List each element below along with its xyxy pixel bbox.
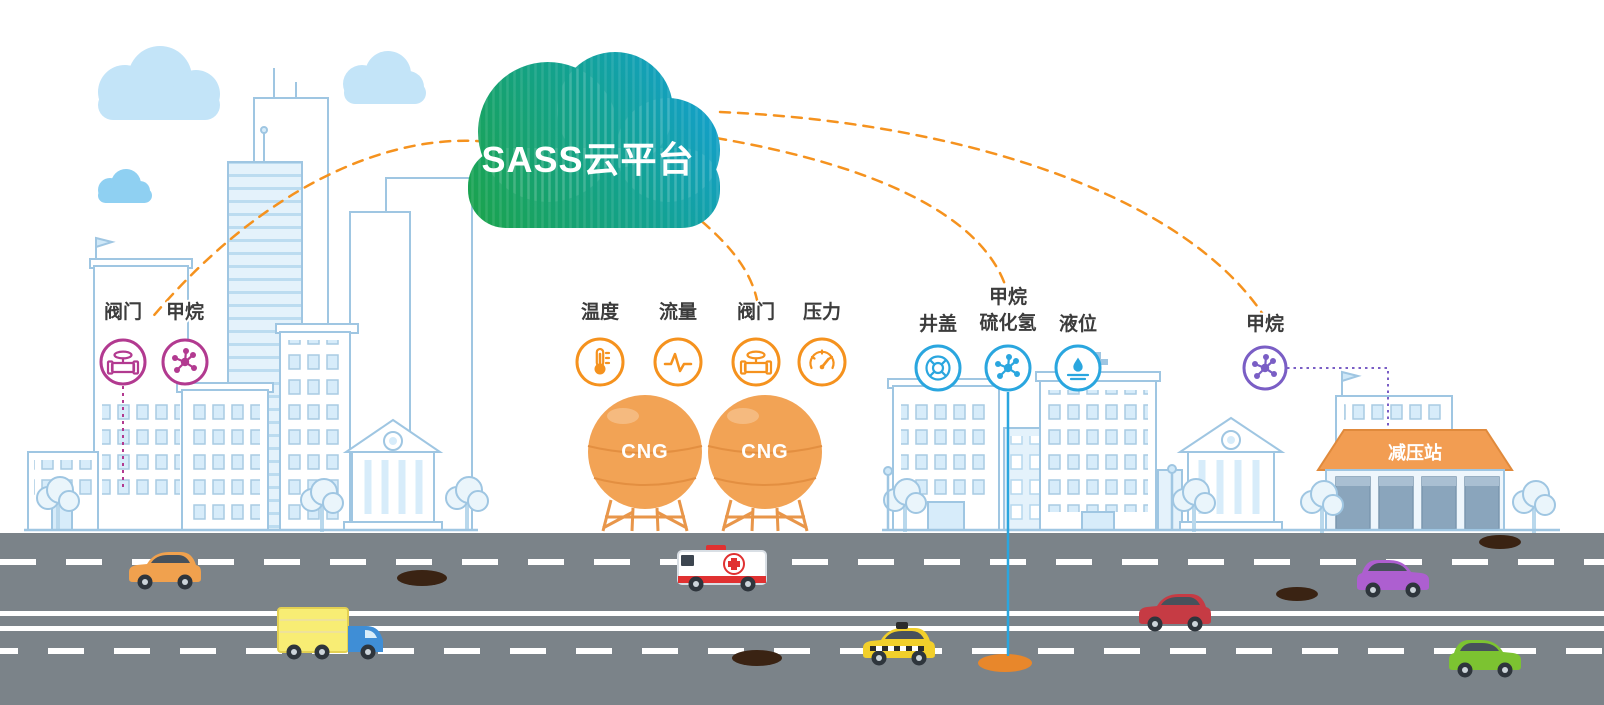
cloud-title: SASS云平台 (481, 139, 694, 180)
lane-solid-line (0, 611, 1604, 616)
connection-arcs (148, 110, 1266, 322)
lane-solid-line (0, 626, 1604, 631)
tank-legs (601, 499, 689, 532)
manhole-dark (1479, 535, 1521, 549)
sensor-label-valve: 阀门 (737, 300, 775, 323)
city-left (24, 68, 489, 533)
window-building-a (176, 382, 274, 531)
classical-building-left (342, 418, 444, 531)
sensor-circle (797, 337, 847, 387)
manhole-dark (397, 570, 447, 586)
truck (277, 607, 383, 660)
valve-icon (739, 350, 773, 375)
station-doors (1335, 476, 1500, 530)
arc-to-cng-sensors (686, 208, 759, 302)
sensor-circle (914, 344, 962, 392)
sky-cloud-icon (343, 51, 426, 104)
street-lamp-icon (883, 466, 893, 530)
sensor-label-temperature: 温度 (581, 300, 620, 323)
arc-to-station-sensor (718, 110, 1266, 318)
methane-icon (1252, 354, 1277, 379)
office-building (887, 378, 1005, 531)
flow-icon (663, 352, 693, 373)
arc-to-building-sensors (148, 139, 506, 322)
sensor-group-station: 甲烷 (1242, 310, 1389, 428)
gauge-icon (809, 349, 835, 370)
thermometer-icon (594, 347, 611, 375)
sensor-building (89, 236, 193, 531)
ambulance (677, 545, 767, 592)
sky-cloud-icon (98, 46, 220, 120)
road-surface (0, 533, 1604, 705)
water-level-icon (1066, 357, 1090, 381)
sensor-group-manhole: 井盖 甲烷 硫化氢 液位 (914, 283, 1102, 656)
cloud-platform: SASS云平台 (468, 52, 720, 228)
road (0, 533, 1604, 705)
sensor-label-methane: 甲烷 (166, 300, 204, 323)
cng-tanks: CNG CNG (587, 395, 823, 532)
checker-band (870, 646, 924, 651)
sensor-label-methane: 甲烷 (989, 285, 1027, 308)
valve-icon (106, 350, 140, 375)
manhole-icon (925, 355, 951, 381)
pressure-station: 减压站 (1316, 370, 1514, 531)
taxi (863, 622, 935, 666)
tree-icon (1512, 480, 1556, 535)
street-lamp-icon (1167, 464, 1177, 530)
hospital-building (1035, 352, 1161, 531)
sensor-group-building: 阀门 甲烷 (99, 298, 209, 488)
sensor-drop-line (1287, 367, 1389, 428)
manhole-dark (732, 650, 782, 666)
manholes (397, 535, 1521, 672)
tank-label: CNG (621, 441, 668, 463)
sensor-label-liquid-level: 液位 (1059, 312, 1097, 335)
sensor-label-pressure: 压力 (803, 300, 841, 323)
sky-cloud-icon (98, 169, 152, 203)
vehicles (129, 545, 1521, 678)
sensor-group-cng: 温度 流量 阀门 压力 (575, 298, 847, 387)
station-label: 减压站 (1388, 442, 1442, 463)
red-cross-icon (728, 558, 740, 570)
sky-clouds (98, 46, 426, 203)
sensor-label-valve: 阀门 (104, 300, 142, 323)
sensor-label-manhole-cover: 井盖 (919, 312, 957, 335)
tank-label: CNG (741, 441, 788, 463)
sensor-label-h2s: 硫化氢 (979, 311, 1036, 334)
cng-tank: CNG (587, 395, 703, 532)
methane-icon (172, 348, 197, 373)
tank-legs (721, 499, 809, 532)
arc-to-manhole-sensors (714, 136, 1010, 296)
cng-tank: CNG (707, 395, 823, 532)
manhole-monitored (978, 654, 1032, 672)
sensor-label-flow: 流量 (659, 300, 697, 323)
manhole-dark (1276, 587, 1318, 601)
methane-icon (995, 354, 1020, 379)
sensor-label-methane: 甲烷 (1246, 312, 1284, 335)
city-right: 减压站 (882, 352, 1560, 535)
